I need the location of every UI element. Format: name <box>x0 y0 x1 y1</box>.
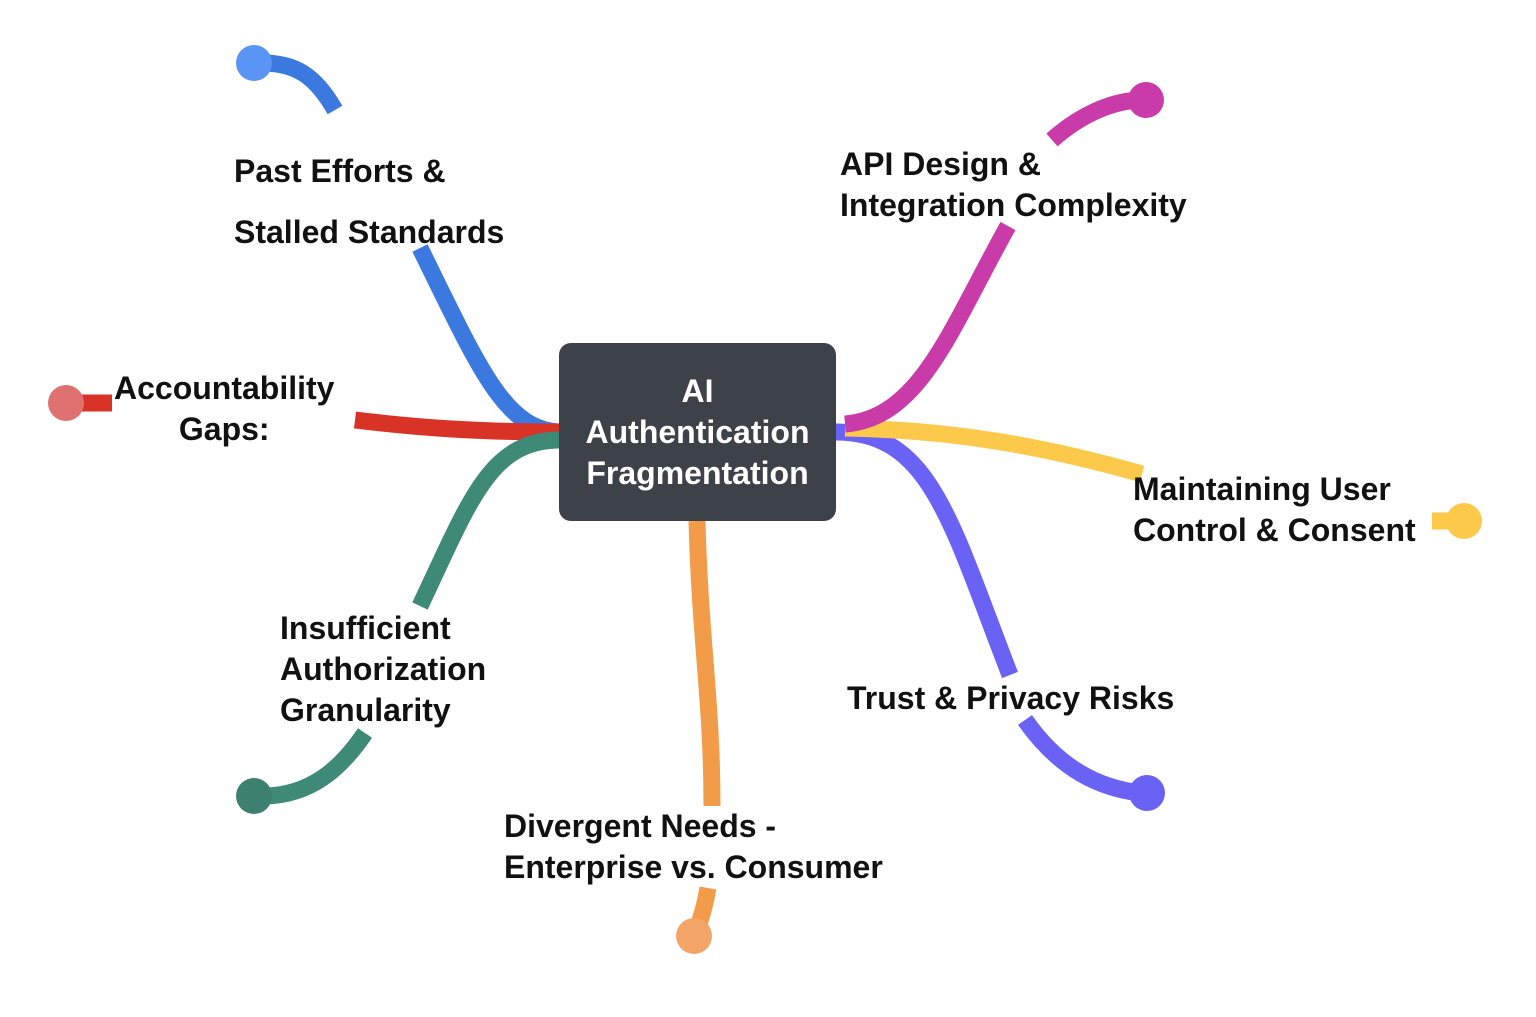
branch-connector <box>80 394 561 441</box>
branch-connector <box>835 423 1142 802</box>
central-topic-node[interactable]: AI Authentication Fragmentation <box>559 343 836 521</box>
topic-label-line: Divergent Needs - <box>504 808 777 844</box>
central-topic-line: AI <box>681 372 714 409</box>
branch-end-dot[interactable] <box>48 385 84 421</box>
branch-end-dot[interactable] <box>236 778 272 814</box>
branch-user-control <box>844 419 1482 539</box>
topic-label-line: Authorization <box>280 651 487 687</box>
topic-accountability[interactable]: Accountability Gaps: <box>114 368 334 450</box>
central-topic-line: Fragmentation <box>586 454 809 491</box>
branch-authorization <box>236 431 561 814</box>
branch-trust-privacy <box>835 423 1165 811</box>
branch-api-design <box>843 82 1164 433</box>
topic-divergent-needs[interactable]: Divergent Needs - Enterprise vs. Consume… <box>504 806 883 888</box>
topic-label-line: Insufficient <box>280 610 451 646</box>
topic-past-efforts[interactable]: Past Efforts & Stalled Standards <box>234 141 504 263</box>
topic-label-line: Control & Consent <box>1133 512 1416 548</box>
topic-api-design[interactable]: API Design & Integration Complexity <box>840 144 1187 226</box>
branch-end-dot[interactable] <box>1128 82 1164 118</box>
topic-authorization[interactable]: Insufficient Authorization Granularity <box>280 608 486 731</box>
topic-label-line: Integration Complexity <box>840 187 1187 223</box>
topic-label-line: Granularity <box>280 692 451 728</box>
topic-label-line: Enterprise vs. Consumer <box>504 849 883 885</box>
topic-label-line: Gaps: <box>178 411 270 447</box>
branch-end-dot[interactable] <box>1446 503 1482 539</box>
branch-end-dot[interactable] <box>1129 775 1165 811</box>
topic-label-line: Maintaining User <box>1133 471 1391 507</box>
branch-end-dot[interactable] <box>236 45 272 81</box>
topic-trust-privacy[interactable]: Trust & Privacy Risks <box>847 678 1174 719</box>
topic-user-control[interactable]: Maintaining User Control & Consent <box>1133 469 1416 551</box>
branch-end-dot[interactable] <box>676 918 712 954</box>
topic-label-line: Trust & Privacy Risks <box>847 680 1175 716</box>
branch-accountability <box>48 385 561 441</box>
central-topic-line: Authentication <box>585 413 810 450</box>
branch-connector <box>264 431 561 805</box>
topic-label-line: Accountability <box>114 370 335 406</box>
branch-divergent-needs <box>676 520 721 954</box>
topic-label-line: Stalled Standards <box>234 214 505 250</box>
topic-label-line: Past Efforts & <box>234 153 446 189</box>
topic-label-line: API Design & <box>840 146 1041 182</box>
